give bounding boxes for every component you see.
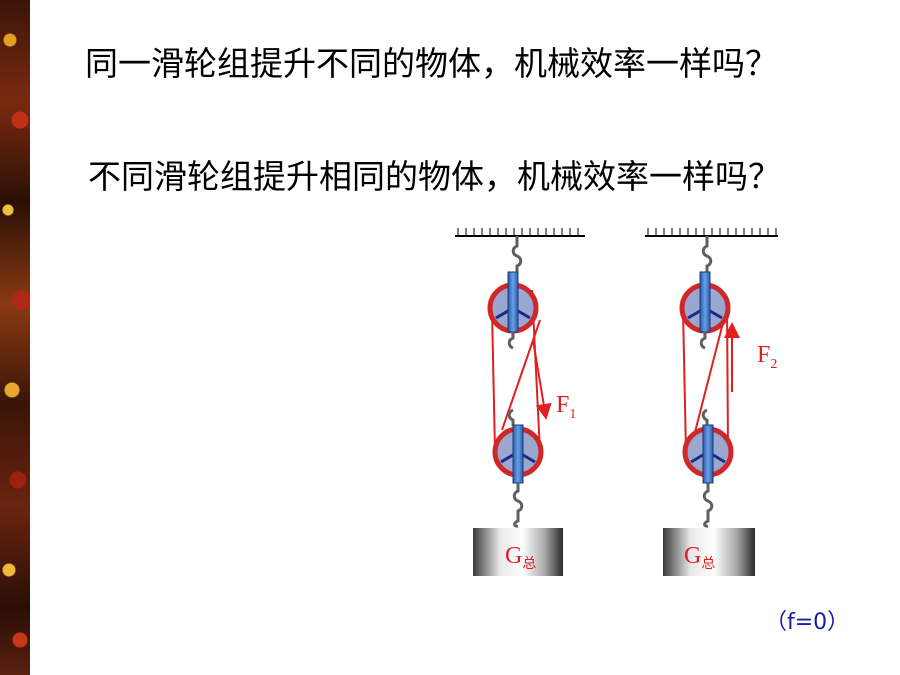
question-2: 不同滑轮组提升相同的物体，机械效率一样吗？ bbox=[88, 157, 781, 196]
left-force-arrow bbox=[532, 339, 552, 420]
right-pulley-system: F2 G总 bbox=[645, 228, 778, 576]
left-force-label: F1 bbox=[556, 392, 576, 422]
question-1: 同一滑轮组提升不同的物体，机械效率一样吗？ bbox=[85, 44, 778, 83]
right-force-label: F2 bbox=[757, 342, 777, 372]
right-ceiling bbox=[645, 228, 778, 237]
left-bottom-hook-icon bbox=[512, 483, 524, 528]
right-fixed-pulley bbox=[679, 271, 731, 334]
left-weight-label: G总 bbox=[505, 543, 536, 572]
right-movable-pulley bbox=[682, 424, 734, 484]
left-mid-hook-icon bbox=[507, 332, 515, 426]
right-bottom-hook-icon bbox=[702, 483, 714, 528]
left-movable-pulley bbox=[492, 424, 544, 484]
decorative-side-strip bbox=[0, 0, 30, 675]
left-pulley-system: F1 G总 bbox=[455, 228, 585, 576]
left-ceiling bbox=[455, 228, 585, 237]
left-top-hook-icon bbox=[511, 236, 523, 274]
friction-note: （f=0） bbox=[765, 610, 850, 635]
left-weight-block bbox=[473, 528, 563, 576]
right-top-hook-icon bbox=[701, 236, 713, 274]
left-fixed-pulley bbox=[487, 271, 539, 334]
right-weight-block bbox=[663, 528, 755, 576]
right-mid-hook-icon bbox=[699, 332, 709, 426]
right-weight-label: G总 bbox=[684, 543, 715, 572]
